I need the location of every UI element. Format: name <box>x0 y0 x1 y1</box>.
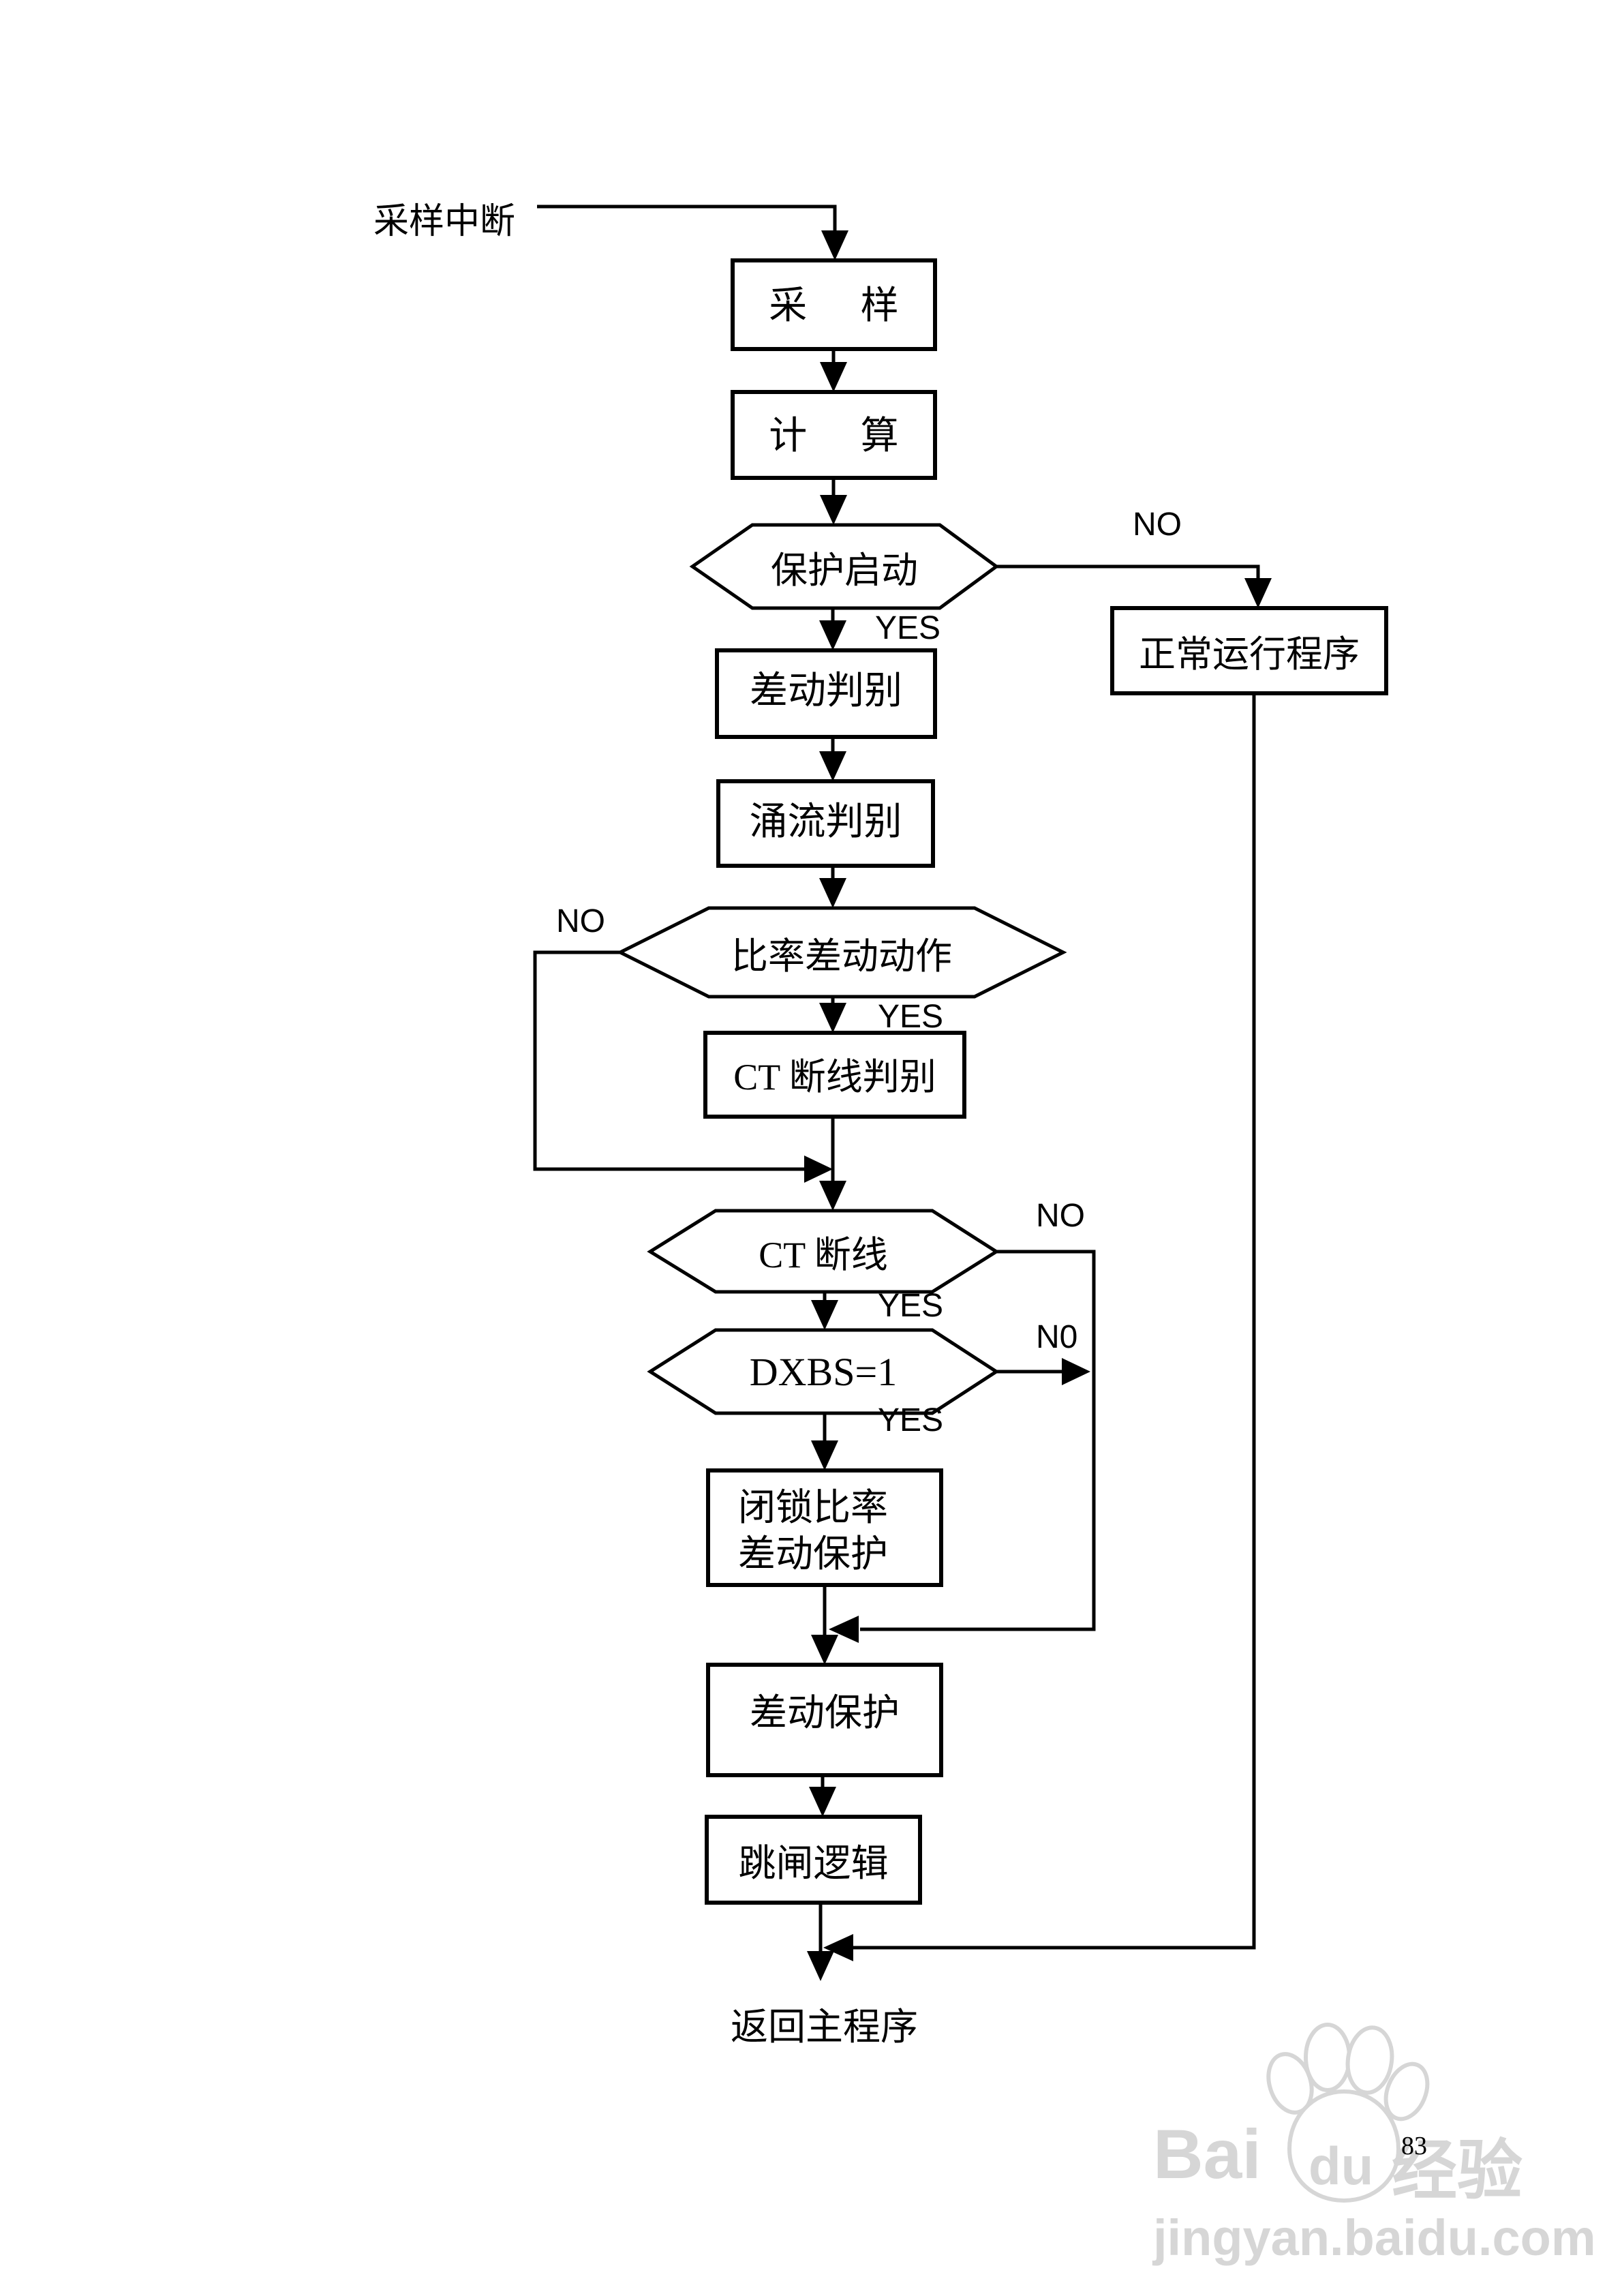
edge-normalrun-return <box>853 693 1256 1950</box>
decision-protection-start: 保护启动 <box>771 549 918 591</box>
entry-label: 采样中断 <box>373 202 516 241</box>
node-diff-judge: 差动判别 <box>750 669 902 712</box>
baidu-logo-url: jingyan.baidu.com <box>1153 2209 1596 2266</box>
trip-logic-box-shape <box>705 1815 922 1905</box>
node-calculate: 计算 <box>769 414 953 457</box>
edge-label-ratio-yes: YES <box>878 999 944 1035</box>
edge-ctbreak-no <box>860 1250 1096 1631</box>
edge-label-ct-yes: YES <box>878 1288 944 1324</box>
node-ct-break-judge: CT 断线判别 <box>733 1056 936 1098</box>
sample-box-shape <box>731 258 937 351</box>
block-ratio-box-shape <box>706 1468 943 1587</box>
decision-ct-break: CT 断线 <box>759 1235 888 1275</box>
arrowheads <box>804 230 1272 1981</box>
edge-label-dxbs-yes: YES <box>878 1402 944 1438</box>
node-normal-run: 正常运行程序 <box>1139 634 1360 675</box>
edge-label-ratio-no: NO <box>556 903 605 939</box>
diff-protect-box-shape <box>706 1663 943 1777</box>
edge-protect-no <box>996 564 1260 581</box>
decision-dxbs: DXBS=1 <box>749 1349 898 1394</box>
protect-start-hex-shape <box>689 523 1000 610</box>
decision-hexagons <box>616 523 1067 1415</box>
normal-run-box-shape <box>1110 606 1388 695</box>
ct-break-judge-box-shape <box>703 1031 966 1119</box>
decision-ratio-diff-action: 比率差动动作 <box>731 935 952 977</box>
edge-ratio-no-loop <box>533 950 804 1171</box>
ct-break-hex-shape <box>647 1209 1000 1294</box>
inrush-judge-box-shape <box>716 779 935 868</box>
baidu-logo-bai: Bai <box>1153 2115 1261 2193</box>
edge-label-dxbs-no: N0 <box>1036 1319 1078 1355</box>
process-boxes <box>703 258 1388 1905</box>
baidu-logo-jingyan-cn: 经验 <box>1392 2134 1522 2207</box>
node-block-ratio-line2: 差动保护 <box>738 1533 889 1575</box>
node-diff-protect: 差动保护 <box>749 1692 900 1734</box>
dxbs-hex-shape <box>647 1328 1000 1415</box>
edge-label-protection-no: NO <box>1133 507 1182 543</box>
diff-judge-box-shape <box>715 648 937 739</box>
baidu-logo-du: du <box>1309 2136 1374 2196</box>
calc-box-shape <box>731 390 937 480</box>
node-block-ratio: 闭锁比率 差动保护 <box>738 1485 888 1577</box>
edge-label-protection-yes: YES <box>875 610 941 646</box>
ratio-diff-hex-shape <box>616 906 1067 999</box>
node-block-ratio-line1: 闭锁比率 <box>738 1487 889 1528</box>
node-trip-logic: 跳闸逻辑 <box>738 1843 889 1884</box>
baidu-paw-icon <box>1266 2023 1430 2203</box>
edge-label-ct-no: NO <box>1036 1198 1085 1234</box>
return-main-label: 返回主程序 <box>731 2006 919 2048</box>
node-sample: 采样 <box>769 284 953 327</box>
edge-entry <box>537 205 837 235</box>
node-inrush-judge: 涌流判别 <box>749 800 902 843</box>
page-number: 83 <box>1401 2132 1427 2160</box>
